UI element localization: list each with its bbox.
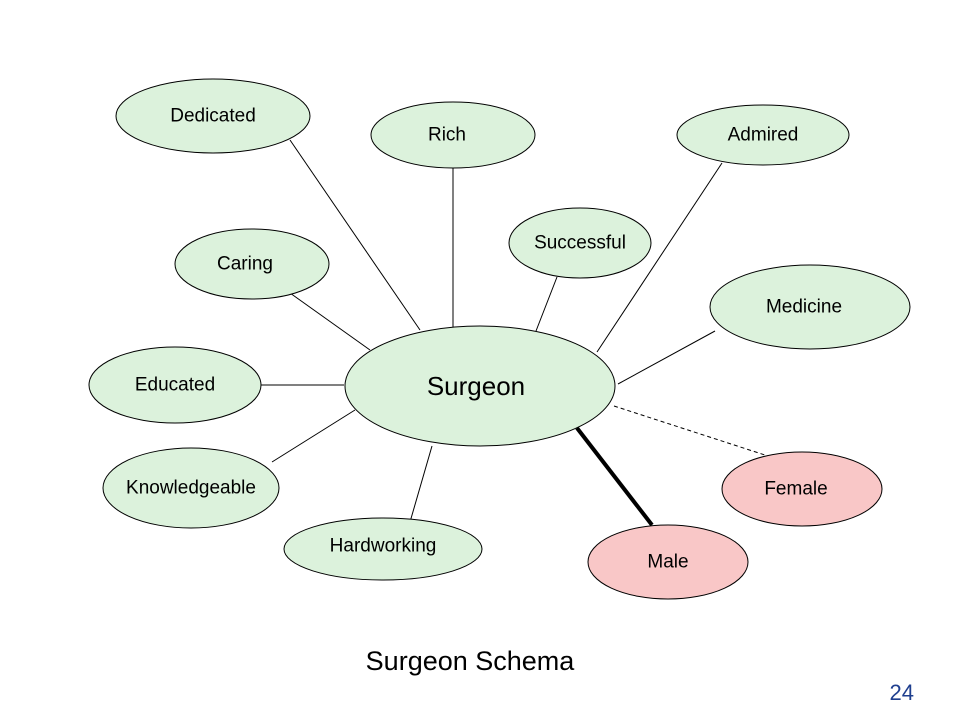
- node-admired: Admired: [676, 104, 850, 166]
- node-admired-label: Admired: [728, 125, 799, 146]
- link-hardworking: [409, 445, 433, 523]
- node-rich-label: Rich: [428, 125, 466, 146]
- node-rich: Rich: [370, 101, 536, 169]
- link-female: [613, 405, 769, 457]
- node-caring-label: Caring: [217, 254, 273, 275]
- node-knowledgeable: Knowledgeable: [102, 447, 280, 529]
- node-hardworking: Hardworking: [283, 517, 483, 581]
- node-female: Female: [721, 451, 883, 527]
- node-knowledgeable-label: Knowledgeable: [126, 478, 256, 499]
- diagram-caption: Surgeon Schema: [365, 646, 575, 676]
- node-male: Male: [587, 524, 749, 600]
- node-successful: Successful: [508, 207, 652, 279]
- node-dedicated: Dedicated: [115, 78, 311, 154]
- link-medicine: [617, 330, 716, 385]
- node-caring: Caring: [174, 228, 330, 300]
- node-educated-label: Educated: [135, 375, 215, 396]
- link-caring: [289, 292, 371, 351]
- node-dedicated-label: Dedicated: [170, 106, 256, 127]
- node-female-label: Female: [764, 479, 827, 500]
- connector-lines: [260, 139, 769, 527]
- node-medicine: Medicine: [709, 264, 911, 350]
- link-dedicated: [289, 139, 421, 331]
- node-successful-label: Successful: [534, 233, 626, 254]
- node-male-label: Male: [647, 552, 688, 573]
- link-male: [575, 426, 654, 527]
- node-hardworking-label: Hardworking: [330, 536, 437, 557]
- page-number: 24: [889, 680, 914, 705]
- node-medicine-label: Medicine: [766, 297, 842, 318]
- node-surgeon-center: Surgeon: [344, 325, 616, 447]
- node-surgeon-label: Surgeon: [427, 371, 525, 401]
- link-successful: [535, 276, 558, 332]
- link-admired: [596, 162, 723, 353]
- link-knowledgeable: [271, 409, 356, 463]
- node-educated: Educated: [88, 346, 262, 424]
